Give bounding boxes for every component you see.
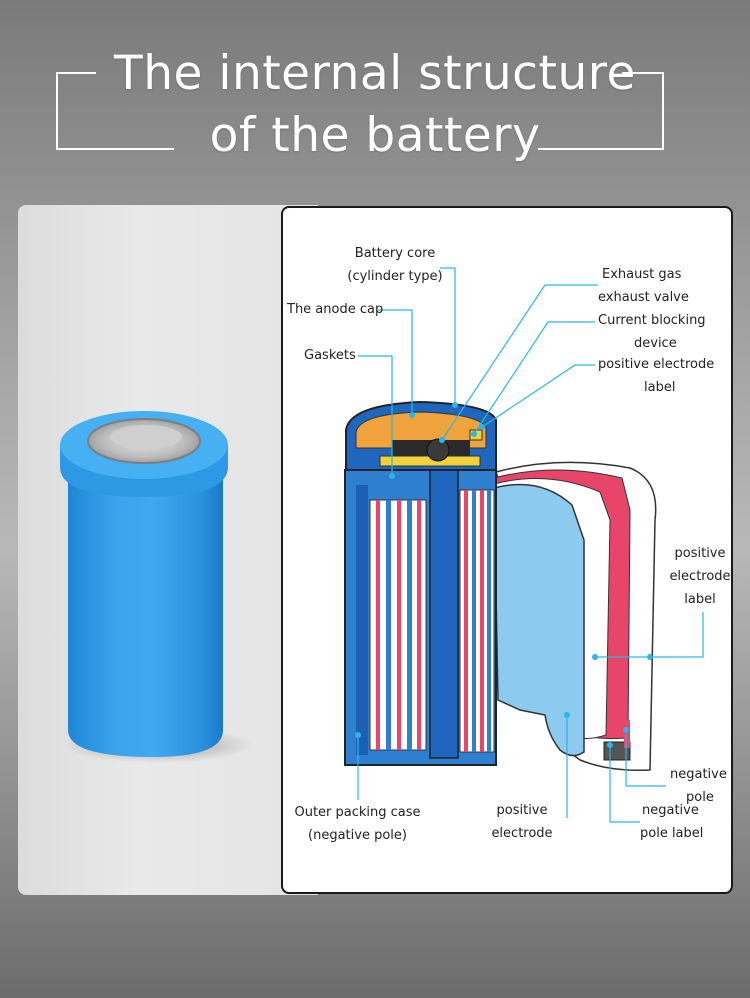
label-battery-core-2: (cylinder type): [347, 269, 443, 284]
title-frame-bottom-left: [56, 148, 174, 150]
label-battery-core-1: Battery core: [354, 246, 436, 261]
label-pos-label-2: label: [644, 380, 676, 395]
title-frame-right-vertical: [662, 72, 664, 149]
label-pos-label-1: positive electrode: [598, 357, 715, 372]
label-neg-pole-1: negative: [670, 767, 727, 782]
label-current-1: Current blocking: [598, 313, 706, 328]
label-pos-label-b1: positive: [674, 546, 726, 561]
label-current-2: device: [634, 336, 677, 351]
label-neg-pole-label-2: pole label: [640, 826, 704, 841]
label-pos-electrode-2: electrode: [491, 826, 553, 841]
label-outer-case-1: Outer packing case: [294, 805, 421, 820]
battery-photo: [60, 411, 253, 763]
label-anode-cap: The anode cap: [287, 302, 384, 317]
label-gaskets: Gaskets: [304, 348, 356, 363]
label-exhaust-2: exhaust valve: [598, 290, 689, 305]
label-pos-label-b3: label: [684, 592, 716, 607]
label-outer-case-2: (negative pole): [308, 828, 407, 843]
title-frame-left-vertical: [56, 72, 58, 149]
title-frame-top-left: [56, 72, 96, 74]
label-exhaust-1: Exhaust gas: [602, 267, 682, 282]
title-frame-bottom-right: [538, 148, 664, 150]
title-line-1: The internal structure: [114, 46, 636, 101]
label-neg-pole-label-1: negative: [642, 803, 699, 818]
title-line-2: of the battery: [209, 108, 541, 163]
title-frame-top-right: [622, 72, 664, 74]
label-pos-electrode-1: positive: [496, 803, 548, 818]
title-block: The internal structure of the battery: [0, 0, 750, 200]
label-neg-pole-2: pole: [686, 790, 714, 805]
battery-photo-panel: [18, 205, 318, 895]
label-pos-label-b2: electrode: [669, 569, 731, 584]
